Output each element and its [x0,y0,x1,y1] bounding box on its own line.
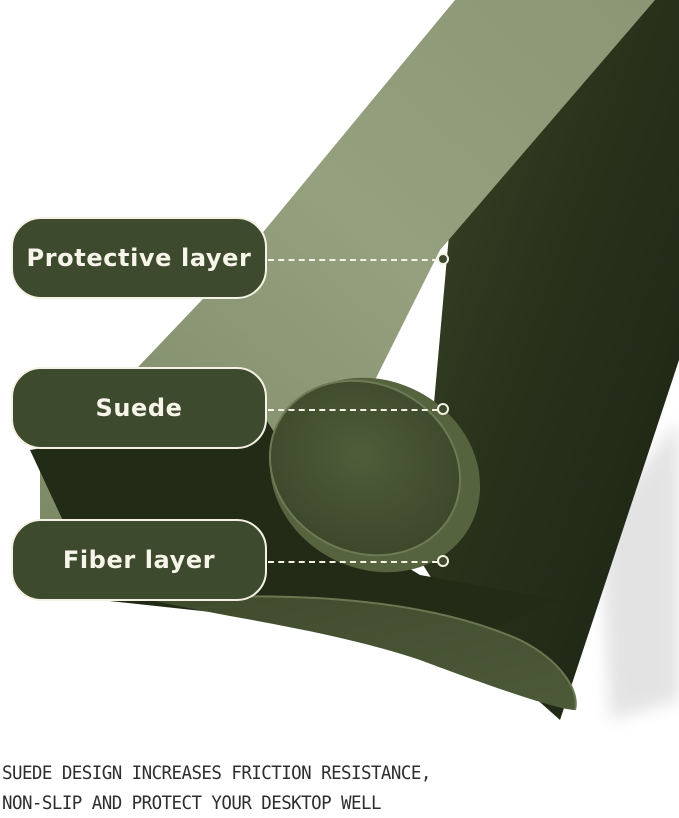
feature-caption: SUEDE DESIGN INCREASES FRICTION RESISTAN… [2,758,625,818]
leader-line-fiber-layer [268,561,438,563]
marker-dot-icon [437,555,449,567]
marker-dot-icon [437,403,449,415]
leader-line-suede [268,409,438,411]
marker-dot-icon [437,253,449,265]
caption-line-1: SUEDE DESIGN INCREASES FRICTION RESISTAN… [2,762,431,784]
callout-fiber-layer: Fiber layer [11,519,267,601]
caption-line-2: NON-SLIP AND PROTECT YOUR DESKTOP WELL [2,792,381,814]
leader-line-protective-layer [268,259,438,261]
callout-protective-layer: Protective layer [11,217,267,299]
callout-label: Protective layer [26,244,252,272]
callout-label: Fiber layer [62,546,216,574]
callout-suede: Suede [11,367,267,449]
callout-label: Suede [95,394,183,422]
